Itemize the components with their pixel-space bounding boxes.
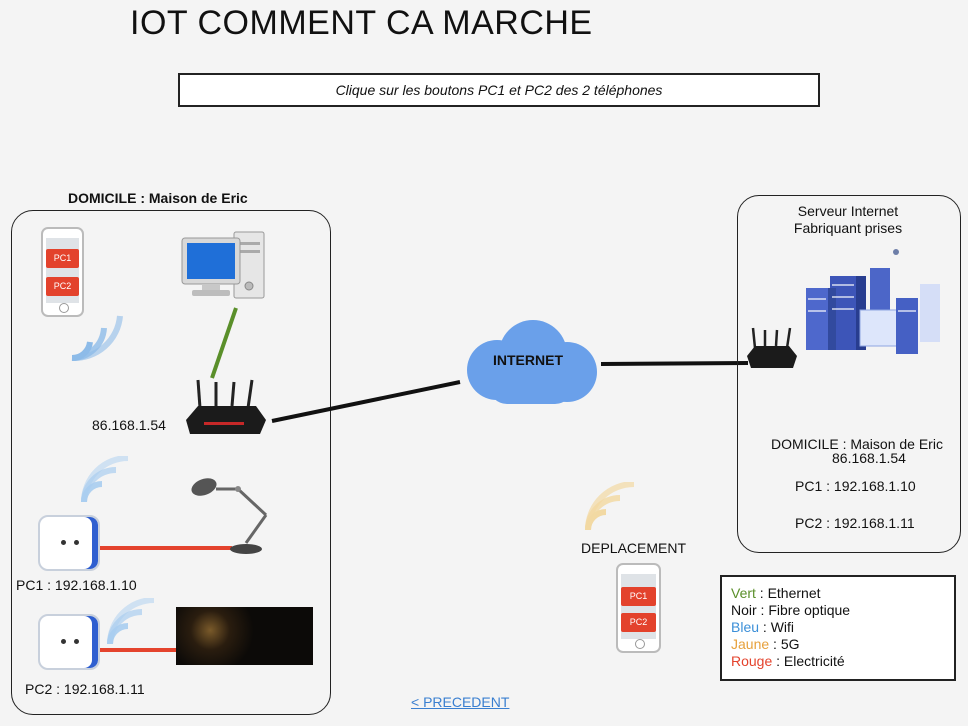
smart-plug-icon	[38, 614, 100, 670]
home-title: DOMICILE : Maison de Eric	[68, 190, 248, 206]
legend-item: Rouge : Electricité	[731, 653, 845, 669]
server-title: Serveur Internet Fabriquant prises	[793, 203, 903, 236]
fiber-cable-server	[600, 361, 749, 366]
wifi-icon	[71, 315, 123, 362]
home-container	[11, 210, 331, 715]
instruction-box: Clique sur les boutons PC1 et PC2 des 2 …	[178, 73, 820, 107]
cloud-label: INTERNET	[493, 352, 563, 368]
legend-item: Jaune : 5G	[731, 636, 800, 652]
home-phone-pc1-button[interactable]: PC1	[46, 249, 79, 268]
desk-lamp-icon	[191, 478, 268, 554]
legend: Vert : Ethernet Noir : Fibre optique Ble…	[720, 575, 956, 681]
server-ip: 86.168.1.54	[832, 450, 906, 466]
legend-item: Bleu : Wifi	[731, 619, 795, 635]
server-pc2: PC2 : 192.168.1.11	[795, 515, 915, 531]
smartphone-icon: PC1 PC2	[616, 563, 661, 653]
smart-plug-icon	[38, 515, 100, 571]
legend-item: Vert : Ethernet	[731, 585, 821, 601]
server-farm-icon	[806, 249, 940, 354]
server-pc1: PC1 : 192.168.1.10	[795, 478, 916, 494]
pc2-label: PC2 : 192.168.1.11	[25, 681, 145, 697]
cloud-icon	[467, 320, 597, 404]
home-phone-pc2-button[interactable]: PC2	[46, 277, 79, 296]
fiber-cable-home	[271, 380, 461, 423]
wifi-icon	[107, 598, 155, 645]
server-container	[737, 195, 961, 553]
previous-link[interactable]: < PRECEDENT	[411, 694, 510, 710]
mobile-label: DEPLACEMENT	[581, 540, 687, 556]
router-icon	[747, 327, 797, 368]
ethernet-cable	[210, 307, 238, 379]
server-home-line: DOMICILE : Maison de Eric	[771, 436, 943, 452]
desktop-pc-icon	[181, 231, 265, 299]
legend-item: Noir : Fibre optique	[731, 602, 851, 618]
wifi-icon	[81, 456, 129, 503]
mobile-phone-pc2-button[interactable]: PC2	[621, 613, 656, 632]
home-router-ip: 86.168.1.54	[92, 417, 166, 433]
router-icon	[186, 379, 266, 434]
string-lights-image	[176, 607, 313, 665]
smartphone-icon: PC1 PC2	[41, 227, 84, 317]
pc1-label: PC1 : 192.168.1.10	[16, 577, 137, 593]
wifi-icon	[585, 482, 635, 531]
page-title: IOT COMMENT CA MARCHE	[130, 4, 593, 42]
mobile-phone-pc1-button[interactable]: PC1	[621, 587, 656, 606]
